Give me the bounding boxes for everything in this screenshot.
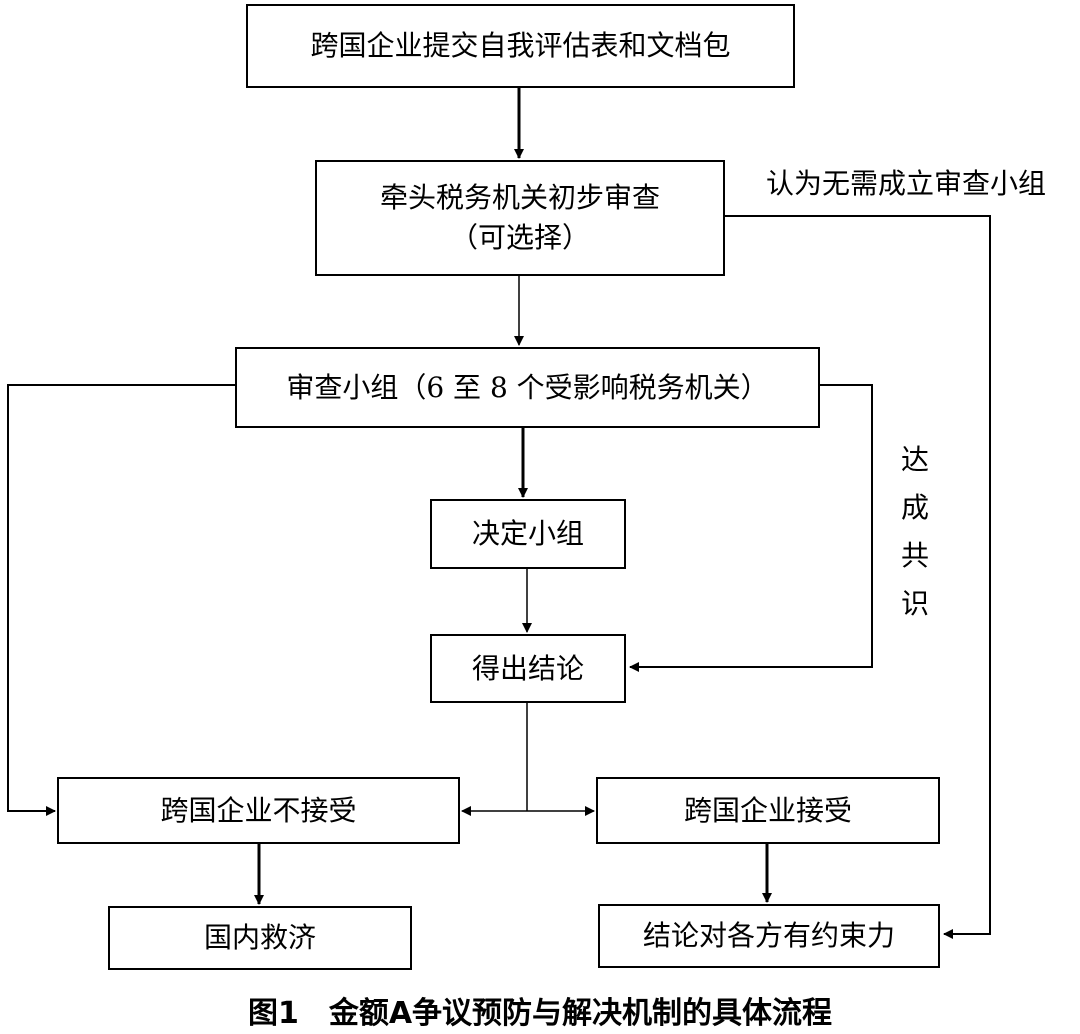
edge-review-panel-to-conclusion <box>629 384 873 672</box>
node-lead-review-line2: （可选择） <box>449 221 590 254</box>
edge-lead-review-to-binding <box>724 215 991 939</box>
edge-review-panel-to-not-accept <box>7 384 236 816</box>
node-conclusion-text: 得出结论 <box>471 651 584 685</box>
node-not-accept: 跨国企业不接受 <box>57 777 460 844</box>
node-submit-text: 跨国企业提交自我评估表和文档包 <box>310 29 731 62</box>
edge-label-consensus: 达成共识 <box>895 436 935 628</box>
node-decision-panel-text: 决定小组 <box>471 517 584 550</box>
node-decision-panel: 决定小组 <box>430 499 626 569</box>
node-binding: 结论对各方有约束力 <box>598 904 940 968</box>
node-domestic-remedy: 国内救济 <box>108 906 412 970</box>
edge-label-no-panel-needed: 认为无需成立审查小组 <box>766 167 1047 200</box>
node-accept-text: 跨国企业接受 <box>683 793 852 827</box>
node-accept: 跨国企业接受 <box>596 777 940 844</box>
node-conclusion: 得出结论 <box>430 634 626 703</box>
node-review-panel-text: 审查小组（6 至 8 个受影响税务机关） <box>286 370 769 404</box>
node-submit: 跨国企业提交自我评估表和文档包 <box>246 4 795 88</box>
node-review-panel: 审查小组（6 至 8 个受影响税务机关） <box>235 347 820 428</box>
edge-label-consensus-text: 达成共识 <box>900 443 929 620</box>
node-binding-text: 结论对各方有约束力 <box>642 919 895 952</box>
node-lead-review-line1: 牵头税务机关初步审查 <box>379 181 660 214</box>
node-not-accept-text: 跨国企业不接受 <box>160 793 357 827</box>
figure-caption: 图1 金额A争议预防与解决机制的具体流程 <box>247 996 833 1031</box>
node-domestic-remedy-text: 国内救济 <box>203 921 316 954</box>
node-lead-review: 牵头税务机关初步审查 （可选择） <box>315 160 725 276</box>
